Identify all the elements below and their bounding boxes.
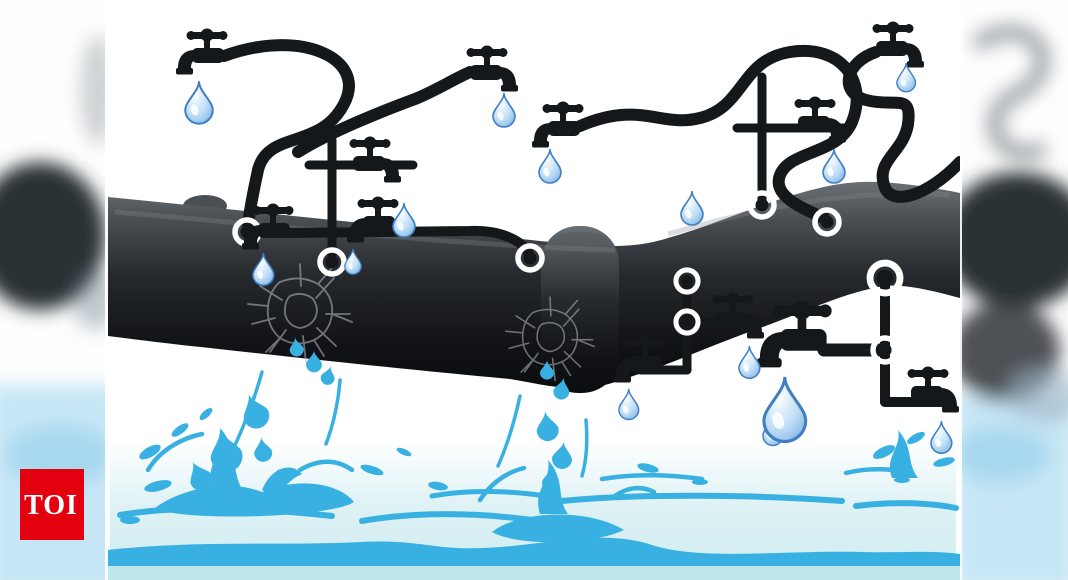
hose bbox=[292, 66, 476, 158]
hose bbox=[218, 39, 355, 232]
hose bbox=[842, 46, 960, 203]
blur-band-right bbox=[960, 0, 1068, 580]
toi-logo-text: TOI bbox=[24, 490, 78, 521]
toi-logo: TOI bbox=[20, 469, 84, 540]
wave-lines bbox=[117, 431, 959, 524]
hose bbox=[574, 44, 863, 224]
blur-band-left bbox=[0, 0, 108, 580]
water-band bbox=[108, 537, 960, 574]
toi-logo-box bbox=[20, 469, 84, 540]
sleeve-highlight bbox=[550, 232, 610, 248]
band-gap-left bbox=[105, 0, 110, 580]
pipe-sleeve-joint bbox=[541, 226, 619, 393]
water-band-base bbox=[108, 566, 960, 580]
